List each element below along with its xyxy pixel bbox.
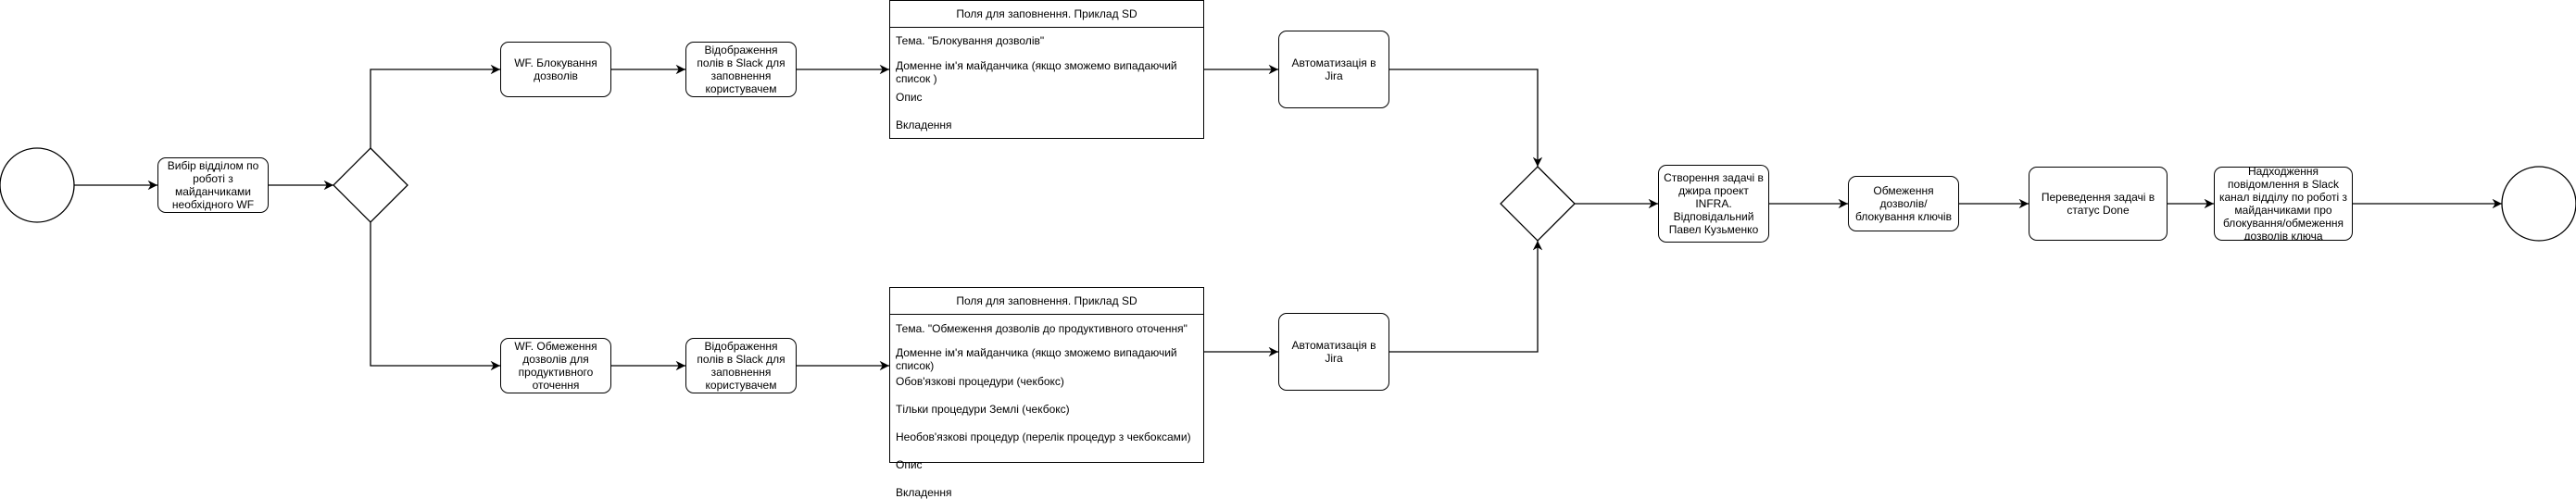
slack-fields-bottom-label: Відображення полів в Slack для заповненн… <box>697 340 785 392</box>
start-event[interactable] <box>0 147 75 223</box>
slack-fields-bottom-task[interactable]: Відображення полів в Slack для заповненн… <box>685 338 797 393</box>
edge-gateway-to-wf-restrict <box>370 222 500 371</box>
fields-card-top-title: Поля для заповнення. Приклад SD <box>890 1 1203 28</box>
card-bottom-row: Опис <box>896 458 923 471</box>
status-done-task[interactable]: Переведення задачі в статус Done <box>2029 167 2168 241</box>
card-top-row: Доменне ім'я майданчика (якщо зможемо ви… <box>896 59 1177 85</box>
end-event[interactable] <box>2501 166 2576 242</box>
jira-automation-top-label: Автоматизація в Jira <box>1291 56 1376 82</box>
card-top-row: Тема. "Блокування дозволів" <box>896 34 1045 47</box>
edge-jira-bottom-to-merge <box>1389 241 1543 353</box>
create-jira-task[interactable]: Створення задачі в джира проект INFRA. В… <box>1658 165 1769 243</box>
slack-fields-top-label: Відображення полів в Slack для заповненн… <box>697 44 785 95</box>
wf-restrict-label: WF. Обмеження дозволів для продуктивного… <box>514 340 597 392</box>
card-bottom-row: Тема. "Обмеження дозволів до продуктивно… <box>896 322 1187 335</box>
wf-block-label: WF. Блокування дозволів <box>514 56 597 82</box>
create-jira-task-label: Створення задачі в джира проект INFRA. В… <box>1664 171 1764 236</box>
split-gateway[interactable] <box>333 147 408 223</box>
flow-connectors <box>0 64 2576 371</box>
fields-card-bottom[interactable]: Поля для заповнення. Приклад SD Тема. "О… <box>889 287 1204 499</box>
restrict-keys-label: Обмеження дозволів/блокування ключів <box>1855 184 1952 223</box>
jira-automation-top-task[interactable]: Автоматизація в Jira <box>1278 31 1389 108</box>
card-top-row: Опис <box>896 91 923 104</box>
fields-card-bottom-title: Поля для заповнення. Приклад SD <box>890 288 1203 315</box>
card-bottom-row: Вкладення <box>896 486 952 499</box>
card-bottom-row: Обов'язкові процедури (чекбокс) <box>896 375 1064 388</box>
select-wf-label: Вибір відділом по роботі з майданчиками … <box>167 159 259 211</box>
restrict-keys-task[interactable]: Обмеження дозволів/блокування ключів <box>1848 176 1959 231</box>
card-top-row: Вкладення <box>896 119 952 131</box>
wf-block-task[interactable]: WF. Блокування дозволів <box>500 42 611 97</box>
wf-restrict-task[interactable]: WF. Обмеження дозволів для продуктивного… <box>500 338 611 393</box>
card-bottom-row: Доменне ім'я майданчика (якщо зможемо ви… <box>896 346 1177 372</box>
edge-gateway-to-wf-block <box>370 64 500 148</box>
jira-automation-bottom-label: Автоматизація в Jira <box>1291 339 1376 365</box>
status-done-label: Переведення задачі в статус Done <box>2041 191 2155 217</box>
slack-fields-top-task[interactable]: Відображення полів в Slack для заповненн… <box>685 42 797 97</box>
card-bottom-row: Тільки процедури Землі (чекбокс) <box>896 403 1070 416</box>
jira-automation-bottom-task[interactable]: Автоматизація в Jira <box>1278 313 1389 391</box>
card-bottom-row: Необов'язкові процедур (перелік процедур… <box>896 430 1191 443</box>
select-wf-task[interactable]: Вибір відділом по роботі з майданчиками … <box>157 157 269 213</box>
slack-notify-label: Надходження повідомлення в Slack канал в… <box>2218 167 2347 241</box>
edge-jira-top-to-merge <box>1389 69 1543 167</box>
fields-card-top[interactable]: Поля для заповнення. Приклад SD Тема. "Б… <box>889 0 1204 139</box>
slack-notify-task[interactable]: Надходження повідомлення в Slack канал в… <box>2214 167 2353 241</box>
merge-gateway[interactable] <box>1500 166 1576 242</box>
